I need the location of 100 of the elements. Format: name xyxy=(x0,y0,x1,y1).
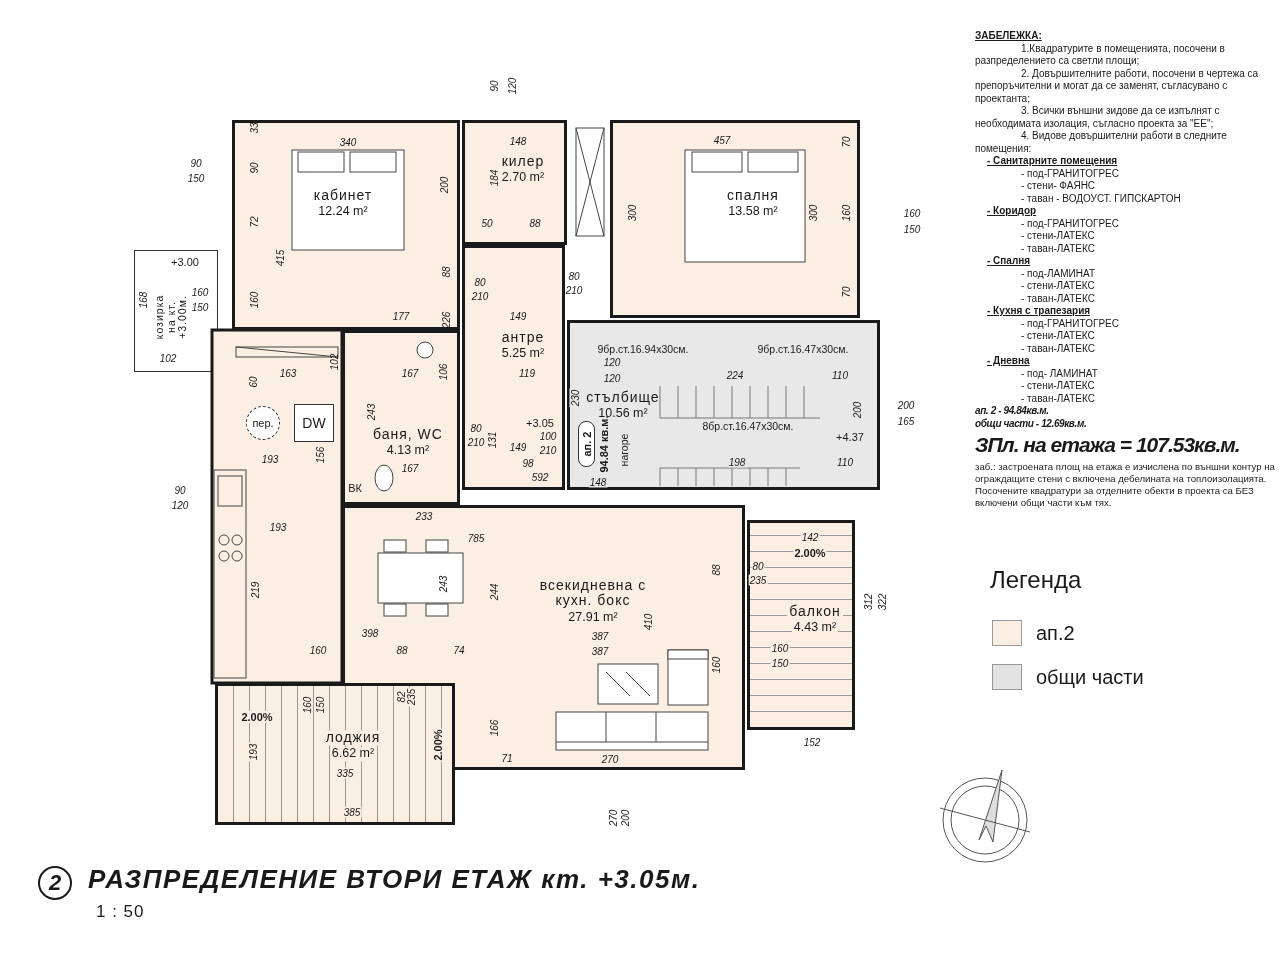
legend-label: общи части xyxy=(1036,665,1144,689)
finish-item: - под-ГРАНИТОГРЕС xyxy=(1021,167,1120,180)
dimension-label: 120 xyxy=(170,499,190,511)
finish-category: - Коридор xyxy=(987,205,1038,218)
dimension-label: 193 xyxy=(260,453,280,465)
dimension-label: 120 xyxy=(506,76,518,96)
balcony-area xyxy=(747,520,855,730)
dimension-label: 88 xyxy=(528,217,542,229)
finish-category: - Кухня с трапезария xyxy=(987,305,1092,318)
room-area-value: 6.62 m² xyxy=(329,747,377,762)
dimension-label: 244 xyxy=(488,582,500,602)
level-mark: +4.37 xyxy=(835,430,865,444)
note-text: 1.Квадратурите в помещенията, посочени в разпределението са светли площи; xyxy=(975,42,1226,68)
finish-item: - стени-ЛАТЕКС xyxy=(1021,330,1096,343)
canopy-note: козирка на кт. +3.00м. xyxy=(153,293,189,342)
dimension-label: 177 xyxy=(391,310,411,322)
dimension-label: 110 xyxy=(836,456,854,468)
dimension-label: 210 xyxy=(466,436,486,448)
room-area-value: 13.58 m² xyxy=(727,205,779,220)
dimension-label: 148 xyxy=(588,476,608,488)
apartment-tag: ап. 2 xyxy=(578,421,595,467)
dimension-label: 160 xyxy=(190,286,210,298)
dimension-label: 210 xyxy=(470,290,490,302)
dimension-label: 72 xyxy=(248,215,260,229)
dimension-label: 335 xyxy=(335,767,355,779)
dimension-label: 90 xyxy=(488,79,500,93)
dimension-label: 340 xyxy=(338,136,358,148)
footnote: заб.: застроената площ на етажа е изчислена по външни контур на ограждащите стени с включена дебелината на топлоизолацията. Посочените квадратури за отделните обекти в проекта са БЕЗ включени общи части към тях. xyxy=(975,461,1276,510)
dimension-label: 198 xyxy=(727,456,747,468)
room-name: антре xyxy=(500,330,546,346)
dimension-label: 322 xyxy=(876,592,888,612)
room-area-value: 5.25 m² xyxy=(500,347,546,362)
finish-category: - Дневна xyxy=(987,355,1031,368)
stair-area xyxy=(567,320,880,490)
dimension-label: 300 xyxy=(626,203,638,223)
dimension-label: 90 xyxy=(189,157,203,169)
canopy-outline xyxy=(134,250,218,372)
dimension-label: 70 xyxy=(840,135,852,149)
finish-item: - под-ГРАНИТОГРЕС xyxy=(1021,317,1120,330)
dimension-label: 71 xyxy=(500,752,514,764)
dimension-label: 243 xyxy=(437,574,449,594)
room-area-value: 2.70 m² xyxy=(500,171,546,186)
finish-item: - под-ЛАМИНАТ xyxy=(1021,267,1096,280)
dimension-label: 166 xyxy=(488,718,500,738)
dimension-label: 398 xyxy=(360,627,380,639)
slope-label: 2.00% xyxy=(793,546,827,560)
dimension-label: 457 xyxy=(712,134,732,146)
slope-label: 2.00% xyxy=(431,728,445,762)
scale-label: 1 : 50 xyxy=(96,902,145,922)
dimension-label: 148 xyxy=(508,135,528,147)
finish-item: - стени-ЛАТЕКС xyxy=(1021,280,1096,293)
dimension-label: 233 xyxy=(414,510,434,522)
loggia-area xyxy=(215,683,455,825)
finish-category: - Спалня xyxy=(987,255,1032,268)
dimension-label: 131 xyxy=(486,430,498,450)
level-mark: +3.05 xyxy=(525,416,555,430)
legend-label: ап.2 xyxy=(1036,621,1075,645)
dimension-label: 230 xyxy=(569,388,581,408)
dimension-label: 210 xyxy=(538,444,558,456)
dimension-label: 160 xyxy=(248,290,260,310)
dimension-label: 160 xyxy=(710,655,722,675)
dimension-label: 270 xyxy=(600,753,620,765)
dimension-label: 80 xyxy=(567,270,581,282)
dimension-label: 387 xyxy=(590,645,610,657)
finish-item: - таван-ЛАТЕКС xyxy=(1021,242,1096,255)
dimension-label: 193 xyxy=(247,742,259,762)
area-summary: общи части - 12.69кв.м. xyxy=(975,417,1088,430)
finish-item: - таван - ВОДОУСТ. ГИПСКАРТОН xyxy=(1021,192,1182,205)
finish-item: - под- ЛАМИНАТ xyxy=(1021,367,1099,380)
dimension-label: 210 xyxy=(564,284,584,296)
dimension-label: 415 xyxy=(274,248,286,268)
dimension-label: 785 xyxy=(466,532,486,544)
dimension-label: 102 xyxy=(158,352,178,364)
finish-item: - под-ГРАНИТОГРЕС xyxy=(1021,217,1120,230)
note-text: 3. Всички външни зидове да се изпълнят с необходимата изолация, съгласно проекта за "ЕЕ"; xyxy=(975,105,1221,130)
dimension-label: 200 xyxy=(896,399,916,411)
dimension-label: 270 xyxy=(607,808,619,828)
dimension-label: 385 xyxy=(342,806,362,818)
room-area xyxy=(462,120,567,245)
dimension-label: 235 xyxy=(405,687,417,707)
note-text: 4. Видове довършителни работи в следните помещения: xyxy=(975,130,1228,155)
dimension-label: 102 xyxy=(328,352,340,372)
dimension-label: 80 xyxy=(469,422,483,434)
dimension-label: 80 xyxy=(473,276,487,288)
room-name: кабинет xyxy=(312,188,374,204)
room-name: баня, WC xyxy=(372,427,444,443)
finish-item: - стени-ЛАТЕКС xyxy=(1021,380,1096,393)
dimension-label: 156 xyxy=(314,445,326,465)
dimension-label: 90 xyxy=(173,484,187,496)
dimension-label: 235 xyxy=(748,574,768,586)
room-area-value: 12.24 m² xyxy=(317,205,369,220)
stair-note: 9бр.ст.16.94х30см. xyxy=(596,344,690,356)
total-area: ЗПл. на етажа = 107.53кв.м. xyxy=(975,433,1281,457)
legend-title: Легенда xyxy=(990,566,1082,594)
note-heading: ЗАБЕЛЕЖКА: xyxy=(975,30,1043,43)
dimension-label: 80 xyxy=(751,560,765,572)
dimension-label: 300 xyxy=(807,203,819,223)
note-text: 2. Довършителните работи, посочени в чертежа са препоръчителни и могат да се заменят, съгласувано с проектанта; xyxy=(975,67,1260,105)
dimension-label: 160 xyxy=(902,207,922,219)
dimension-label: 74 xyxy=(452,644,466,656)
